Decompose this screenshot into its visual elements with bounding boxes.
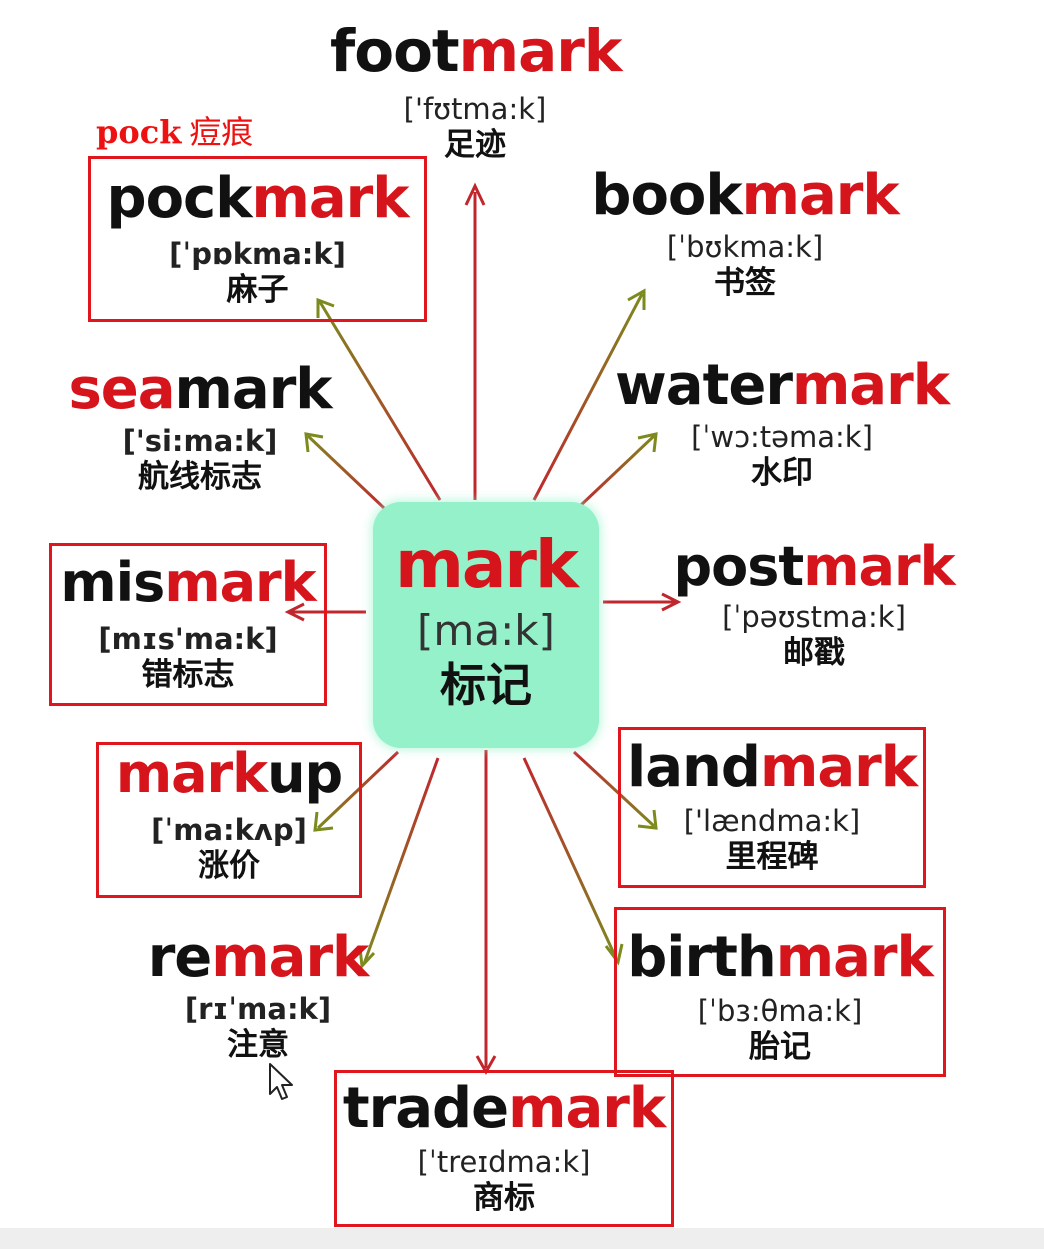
ipa-watermark: [ˈwɔ:təma:k] — [691, 420, 873, 454]
center-word: mark — [395, 526, 579, 603]
chinese-seamark: 航线标志 — [138, 458, 262, 495]
ipa-birthmark: [ˈbɜ:θma:k] — [697, 994, 863, 1028]
ipa-seamark: ['si:ma:k] — [122, 424, 278, 458]
chinese-markup: 涨价 — [198, 847, 260, 884]
node-markup: markup [ˈma:kʌp] 涨价 — [96, 742, 362, 898]
word-trademark: trademark — [342, 1076, 666, 1141]
word-landmark: landmark — [627, 735, 918, 800]
arrow-pockmark — [316, 297, 442, 501]
ipa-landmark: ['lændma:k] — [683, 804, 861, 838]
annotation-word: pock — [96, 113, 182, 151]
chinese-remark: 注意 — [227, 1026, 289, 1063]
arrow-footmark — [464, 182, 486, 500]
ipa-bookmark: [ˈbʊkma:k] — [666, 230, 824, 264]
chinese-trademark: 商标 — [473, 1179, 535, 1216]
arrow-landmark — [572, 750, 658, 830]
chinese-pockmark: 麻子 — [226, 271, 289, 308]
ipa-markup: [ˈma:kʌp] — [151, 813, 307, 847]
arrow-markup — [313, 750, 400, 832]
node-trademark: trademark [ˈtreɪdma:k] 商标 — [334, 1070, 674, 1227]
node-remark: remark [rɪˈma:k] 注意 — [138, 930, 378, 1064]
ipa-postmark: [ˈpəʊstma:k] — [722, 600, 906, 634]
arrow-birthmark — [522, 757, 624, 966]
word-footmark: footmark — [330, 17, 622, 85]
chinese-mismark: 错标志 — [141, 656, 235, 693]
bottom-edge-strip — [0, 1228, 1044, 1249]
annotation-chinese: 痘痕 — [189, 113, 254, 151]
word-watermark: watermark — [615, 353, 950, 418]
chinese-footmark: 足迹 — [444, 126, 506, 163]
word-postmark: postmark — [673, 535, 956, 598]
word-seamark: seamark — [68, 357, 332, 422]
chinese-postmark: 邮戳 — [783, 634, 845, 671]
chinese-landmark: 里程碑 — [725, 838, 819, 875]
node-seamark: seamark ['si:ma:k] 航线标志 — [62, 362, 338, 496]
word-mismark: mismark — [60, 551, 316, 614]
node-footmark: footmark ['fʊtma:k] 足迹 — [330, 17, 622, 164]
node-bookmark: bookmark [ˈbʊkma:k] 书签 — [590, 168, 900, 302]
node-pockmark: pockmark [ˈpɒkma:k] 麻子 — [88, 156, 427, 322]
arrow-remark — [358, 757, 440, 970]
mouse-pointer-icon — [269, 1063, 293, 1100]
arrow-bookmark — [532, 288, 646, 501]
arrow-postmark — [603, 592, 682, 612]
word-markup: markup — [115, 742, 343, 805]
ipa-pockmark: [ˈpɒkma:k] — [169, 237, 346, 271]
center-node-mark: mark [ma:k] 标记 — [373, 502, 599, 748]
center-ipa: [ma:k] — [417, 606, 555, 655]
node-birthmark: birthmark [ˈbɜ:θma:k] 胎记 — [614, 907, 946, 1077]
chinese-birthmark: 胎记 — [749, 1028, 811, 1065]
node-postmark: postmark [ˈpəʊstma:k] 邮戳 — [664, 540, 964, 672]
node-watermark: watermark [ˈwɔ:təma:k] 水印 — [612, 358, 952, 492]
word-pockmark: pockmark — [106, 166, 410, 231]
ipa-footmark: ['fʊtma:k] — [403, 92, 547, 126]
arrow-mismark — [284, 602, 366, 622]
word-remark: remark — [147, 925, 370, 990]
arrow-seamark — [304, 432, 386, 510]
node-mismark: mismark [mɪs'ma:k] 错标志 — [49, 543, 327, 706]
chinese-bookmark: 书签 — [714, 264, 776, 301]
ipa-remark: [rɪˈma:k] — [184, 992, 332, 1026]
arrow-trademark — [475, 750, 497, 1076]
arrow-watermark — [578, 432, 658, 508]
node-landmark: landmark ['lændma:k] 里程碑 — [618, 727, 926, 888]
ipa-trademark: [ˈtreɪdma:k] — [417, 1145, 591, 1179]
center-chinese: 标记 — [440, 658, 532, 712]
word-birthmark: birthmark — [627, 925, 934, 990]
chinese-watermark: 水印 — [751, 454, 813, 491]
word-bookmark: bookmark — [591, 163, 899, 228]
ipa-mismark: [mɪs'ma:k] — [98, 622, 278, 656]
